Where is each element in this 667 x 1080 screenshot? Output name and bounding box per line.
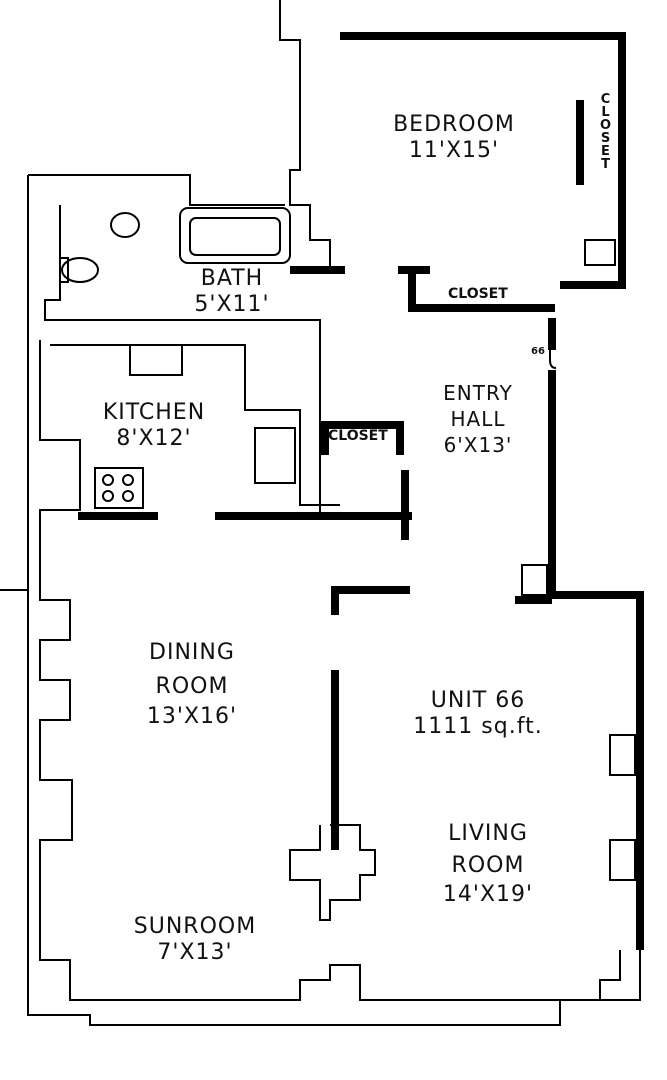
unit-label: UNIT 66 1111 sq.ft. bbox=[413, 688, 542, 740]
unit-name: UNIT 66 bbox=[430, 688, 526, 713]
unit-area: 1111 sq.ft. bbox=[413, 714, 543, 739]
room-label-kitchen: KITCHEN 8'X12' bbox=[103, 400, 205, 452]
thin-walls bbox=[0, 0, 641, 1026]
room-label-dining-room: DINING ROOM 13'X16' bbox=[137, 636, 247, 730]
room-name: BATH bbox=[200, 266, 264, 291]
room-size: 14'X19' bbox=[442, 882, 534, 907]
closet-label-kitchen: CLOSET bbox=[328, 428, 388, 444]
door-symbol bbox=[549, 339, 557, 369]
room-label-entry-hall: ENTRY HALL 6'X13' bbox=[433, 380, 523, 458]
room-label-sunroom: SUNROOM 7'X13' bbox=[134, 914, 256, 966]
room-name: ENTRY HALL bbox=[443, 381, 513, 431]
room-name: SUNROOM bbox=[133, 914, 257, 939]
room-name: LIVING ROOM bbox=[448, 821, 528, 878]
room-label-living-room: LIVING ROOM 14'X19' bbox=[433, 818, 543, 908]
room-size: 5'X11' bbox=[194, 292, 270, 317]
room-label-bath: BATH 5'X11' bbox=[194, 266, 269, 318]
thick-walls bbox=[78, 32, 644, 950]
room-name: DINING ROOM bbox=[149, 640, 235, 699]
closet-label-bedroom: CLOSET bbox=[598, 92, 613, 170]
closet-label-hall: CLOSET bbox=[448, 286, 508, 302]
room-size: 11'X15' bbox=[408, 138, 500, 163]
room-size: 13'X16' bbox=[146, 704, 238, 729]
room-name: KITCHEN bbox=[102, 400, 206, 425]
door-number: 66 bbox=[531, 346, 545, 357]
room-label-bedroom: BEDROOM 11'X15' bbox=[393, 112, 515, 164]
room-size: 7'X13' bbox=[157, 940, 233, 965]
room-size: 6'X13' bbox=[443, 433, 513, 457]
room-size: 8'X12' bbox=[116, 426, 192, 451]
room-name: BEDROOM bbox=[393, 112, 515, 137]
